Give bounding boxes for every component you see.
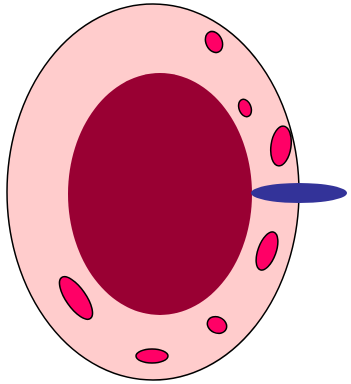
spot-bottom-center [136, 349, 168, 363]
blue-protrusion [251, 183, 347, 203]
inner-core-oval [68, 73, 252, 315]
